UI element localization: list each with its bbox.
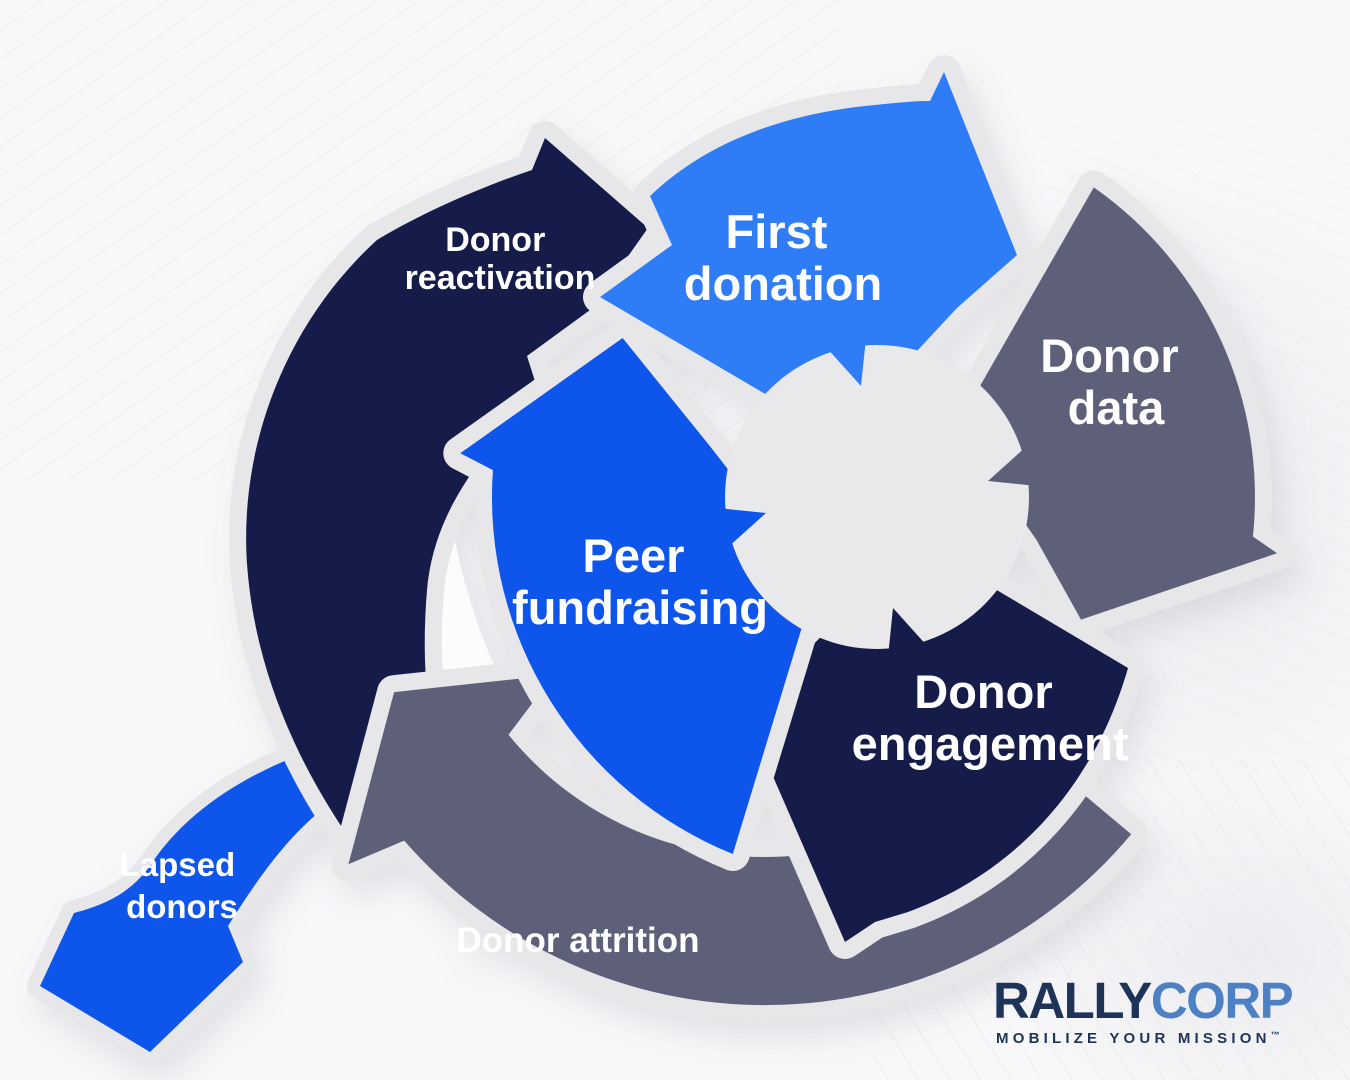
logo-wordmark: RALLYCORP	[993, 972, 1293, 1029]
lapsed-donors-label: Lapsed donors	[120, 846, 245, 925]
donor-reactivation-arrow	[229, 121, 665, 859]
donor-engagement-label: Donor engagement	[852, 665, 1129, 770]
logo-tagline: MOBILIZE YOUR MISSION™	[996, 1030, 1280, 1047]
logo-corp-text: CORP	[1151, 972, 1293, 1029]
donor-reactivation-label: Donor reactivation	[405, 221, 596, 297]
donor-engagement-tail-notch	[888, 608, 929, 657]
center-circle	[725, 345, 1029, 649]
rallycorp-logo: RALLYCORP MOBILIZE YOUR MISSION™	[993, 972, 1294, 1047]
peer-fundraising-label: Peer fundraising	[512, 529, 768, 634]
first-donation-label: First donation	[684, 205, 882, 310]
donor-data-label: Donor data	[1040, 329, 1191, 434]
lapsed-donors-arrow	[27, 731, 409, 1065]
first-donation-tail-notch	[825, 338, 866, 386]
logo-rally-text: RALLY	[993, 972, 1152, 1029]
cycle-figure: First donation Donor data Donor engageme…	[27, 55, 1295, 1065]
trademark-symbol: ™	[1271, 1030, 1280, 1040]
donor-attrition-label: Donor attrition	[456, 921, 699, 960]
donor-data-tail-notch	[988, 445, 1037, 486]
peer-fundraising-tail-notch	[717, 508, 766, 549]
